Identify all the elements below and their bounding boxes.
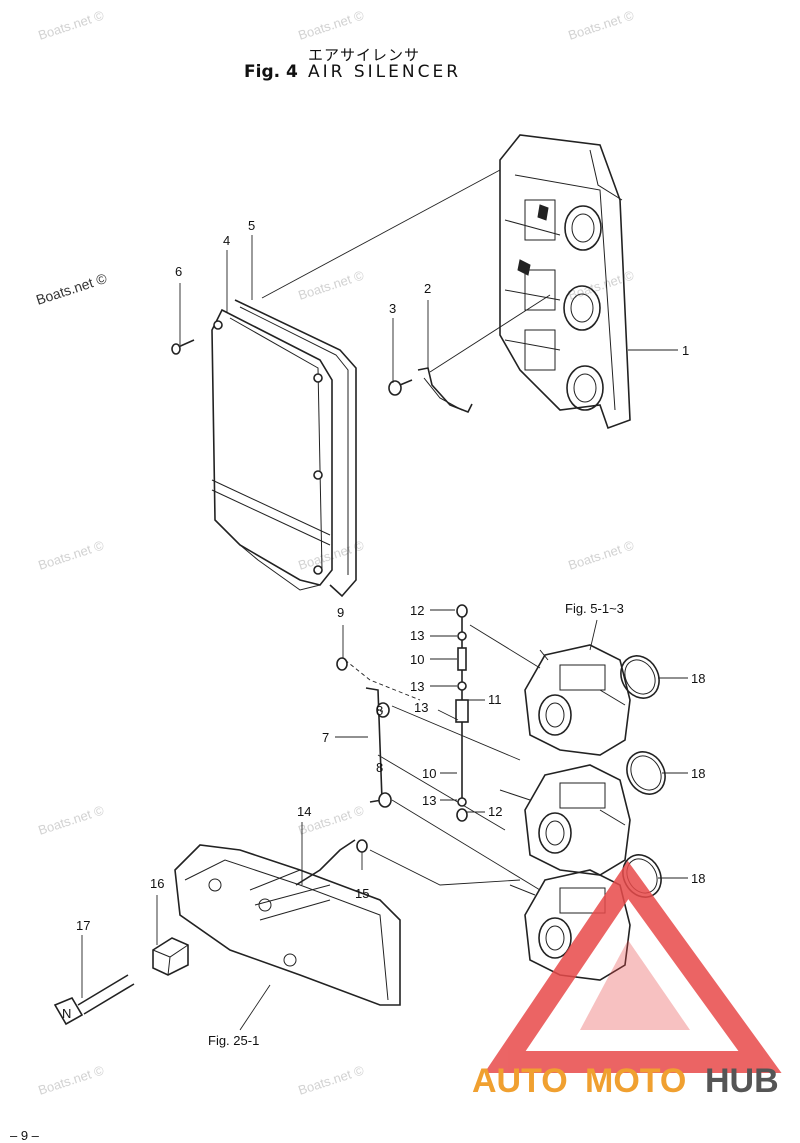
carburetor-bottom	[509, 869, 631, 981]
callout-4: 4	[223, 233, 230, 248]
callout-5: 5	[248, 218, 255, 233]
cover-gasket	[234, 299, 357, 598]
callout-13a: 13	[410, 628, 424, 643]
brand-logo	[484, 860, 782, 1073]
watermark-text: Boats.net ©	[566, 7, 636, 42]
bracket-bolt	[388, 379, 413, 396]
japanese-title: エアサイレンサ	[308, 46, 421, 64]
leader-lines	[81, 235, 688, 1031]
callout-12a: 12	[410, 603, 424, 618]
page-title: AIR SILENCER	[308, 62, 462, 82]
watermark-text: Boats.net ©	[36, 537, 106, 572]
callout-8a: 8	[376, 703, 383, 718]
callout-13d: 13	[422, 793, 436, 808]
callout-18c: 18	[691, 871, 705, 886]
carburetor-middle	[499, 764, 631, 876]
brand-word-moto: MOTO	[585, 1062, 686, 1100]
callout-17: 17	[76, 918, 90, 933]
callout-10a: 10	[410, 652, 424, 667]
carburetor-figure-ref: Fig. 5-1~3	[565, 601, 624, 616]
callout-16: 16	[150, 876, 164, 891]
figure-number: Fig. 4	[244, 62, 298, 82]
reference-lines	[261, 169, 551, 891]
callout-11: 11	[488, 692, 502, 707]
watermark-text: Boats.net ©	[566, 537, 636, 572]
brand-word-auto: AUTO	[472, 1062, 568, 1100]
callout-15: 15	[355, 886, 369, 901]
callout-18a: 18	[691, 671, 705, 686]
watermark-text-dark: Boats.net ©	[34, 270, 109, 308]
brand-wordmark: AUTO MOTO HUB	[472, 1062, 779, 1100]
air-silencer-cover	[211, 308, 333, 591]
link-cable	[295, 839, 368, 886]
callout-7: 7	[322, 730, 329, 745]
callout-8b: 8	[376, 760, 383, 775]
page-number: – 9 –	[10, 1128, 40, 1143]
callout-numbers: 1 2 3 4 5 6 7 8 8 9 10 10 11 12 12 13 13…	[76, 218, 705, 1048]
watermark-text: Boats.net ©	[36, 7, 106, 42]
watermark-text: Boats.net ©	[36, 802, 106, 837]
carburetor-top	[524, 644, 631, 756]
callout-9: 9	[337, 605, 344, 620]
callout-14: 14	[297, 804, 311, 819]
callout-3: 3	[389, 301, 396, 316]
callout-18b: 18	[691, 766, 705, 781]
brand-word-hub: HUB	[705, 1062, 779, 1100]
callout-13b: 13	[410, 679, 424, 694]
watermarks: Boats.net © Boats.net © Boats.net © Boat…	[34, 7, 636, 1097]
watermark-text: Boats.net ©	[566, 267, 636, 302]
callout-1: 1	[682, 343, 689, 358]
bracket-clip	[417, 367, 473, 414]
silencer-base-plate	[499, 134, 631, 430]
linkage-assembly	[336, 604, 469, 822]
callout-13c: 13	[414, 700, 428, 715]
callout-6: 6	[175, 264, 182, 279]
watermark-text: Boats.net ©	[296, 267, 366, 302]
plug-rod: N	[53, 974, 135, 1026]
bracket-figure-ref: Fig. 25-1	[208, 1033, 259, 1048]
watermark-text: Boats.net ©	[36, 1062, 106, 1097]
watermark-text: Boats.net ©	[296, 7, 366, 42]
grommet	[152, 937, 189, 976]
brand-triangle-icon	[484, 860, 782, 1073]
o-rings	[620, 655, 666, 898]
callout-2: 2	[424, 281, 431, 296]
callout-10b: 10	[422, 766, 436, 781]
watermark-text: Boats.net ©	[296, 1062, 366, 1097]
svg-text:N: N	[62, 1006, 71, 1021]
cover-screw	[171, 339, 195, 355]
bottom-bracket	[174, 844, 401, 1006]
callout-12b: 12	[488, 804, 502, 819]
